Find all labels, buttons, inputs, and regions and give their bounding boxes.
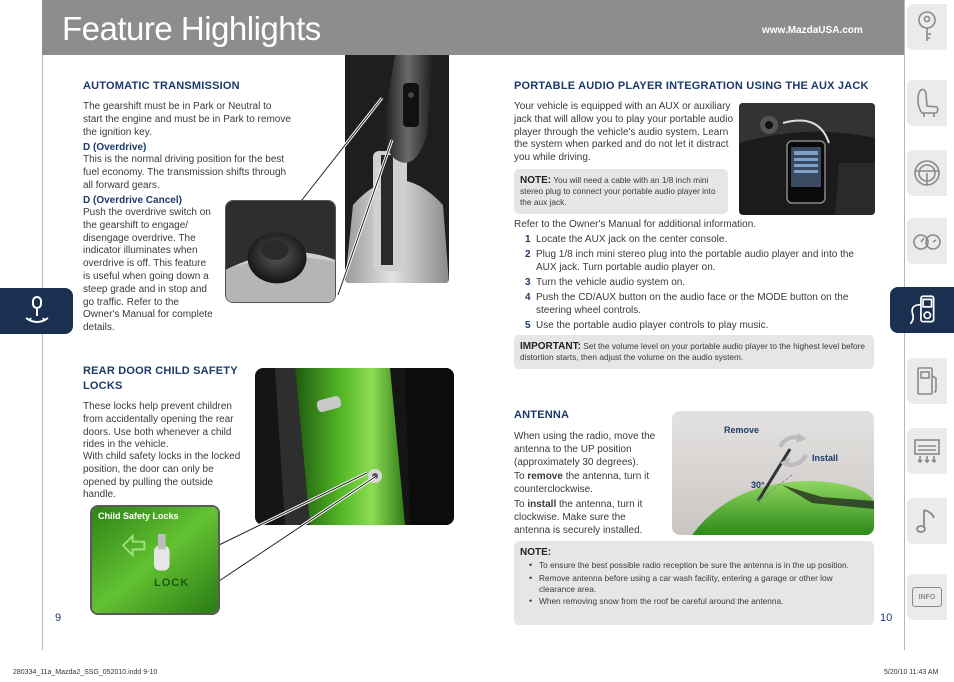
antenna-heading: ANTENNA — [514, 409, 570, 421]
overdrive-text: This is the normal driving position for … — [83, 154, 287, 191]
aux-heading: PORTABLE AUDIO PLAYER INTEGRATION USING … — [514, 80, 869, 92]
child-locks-paragraph-2: With child safety locks in the locked po… — [83, 451, 241, 501]
aux-refer-text: Refer to the Owner's Manual for addition… — [514, 219, 757, 230]
child-locks-paragraph-1: These locks help prevent children from a… — [83, 401, 234, 451]
aux-important-box: IMPORTANT: Set the volume level on your … — [514, 335, 874, 369]
page-number-right: 10 — [880, 612, 893, 624]
info-icon: INFO — [912, 587, 942, 607]
aux-note-box: NOTE: You will need a cable with an 1/8 … — [514, 169, 728, 214]
aux-note-text: You will need a cable with an 1/8 inch m… — [520, 175, 716, 207]
sidebar-tab-gauges[interactable] — [907, 218, 947, 264]
sidebar-tab-info[interactable]: INFO — [907, 574, 947, 620]
child-locks-callout-label: Child Safety Locks — [98, 511, 179, 521]
antenna-install-text: To install the antenna, turn it clockwis… — [514, 499, 643, 536]
aux-important-label: IMPORTANT: — [520, 341, 581, 352]
gauges-icon — [913, 234, 941, 250]
sidebar-tab-climate[interactable] — [907, 428, 947, 474]
aux-intro: Your vehicle is equipped with an AUX or … — [514, 101, 734, 164]
child-lock-closeup-photo: Child Safety Locks LOCK — [90, 505, 220, 615]
antenna-angle-label: 30° — [751, 480, 765, 490]
footer-timestamp: 5/20/10 11:43 AM — [884, 669, 939, 676]
music-note-icon — [916, 509, 935, 533]
footer-filename: 280334_11a_Mazda2_SSG_052010.indd 9-10 — [13, 669, 158, 676]
left-divider — [42, 55, 43, 650]
antenna-remove-label: Remove — [724, 425, 760, 435]
antenna-note-label: NOTE: — [520, 547, 552, 558]
overdrive-cancel-heading: D (Overdrive Cancel) — [83, 195, 182, 206]
steering-wheel-icon — [914, 160, 940, 186]
overdrive-button-photo — [225, 200, 336, 303]
overdrive-heading: D (Overdrive) — [83, 142, 147, 153]
child-locks-heading: REAR DOOR CHILD SAFETY LOCKS — [83, 365, 238, 392]
lock-embossed-text: LOCK — [154, 577, 190, 589]
antenna-note-item: When removing snow from the roof be care… — [514, 596, 866, 607]
climate-icon — [914, 439, 940, 464]
gearshift-icon — [24, 296, 49, 323]
header-bar — [42, 0, 904, 55]
auto-transmission-intro: The gearshift must be in Park or Neutral… — [83, 101, 291, 138]
aux-jack-photo — [739, 103, 875, 215]
antenna-note-item: To ensure the best possible radio recept… — [514, 560, 866, 571]
audio-player-icon — [909, 295, 935, 325]
left-section-tab-gearshift[interactable] — [0, 288, 73, 334]
child-lock-callout-lines — [218, 471, 376, 583]
seat-icon — [917, 88, 939, 117]
antenna-remove-text: To remove the antenna, turn it countercl… — [514, 471, 650, 495]
page-title: Feature Highlights — [62, 10, 321, 47]
antenna-notes-list: To ensure the best possible radio recept… — [514, 560, 874, 607]
sidebar-tab-audio-active[interactable] — [890, 287, 954, 333]
aux-note-label: NOTE: — [520, 175, 552, 186]
sidebar-tab-seat[interactable] — [907, 80, 947, 126]
antenna-diagram-photo: Remove Install 30° — [672, 411, 874, 535]
antenna-install-label: Install — [812, 453, 839, 463]
site-url[interactable]: www.MazdaUSA.com — [762, 25, 863, 36]
gearshift-callout-lines — [296, 97, 394, 296]
rear-door-photo — [255, 368, 454, 525]
key-icon — [918, 11, 936, 41]
antenna-paragraph-1: When using the radio, move the antenna t… — [514, 431, 656, 468]
antenna-note-box: NOTE: To ensure the best possible radio … — [514, 541, 874, 625]
aux-important-text: Set the volume level on your portable au… — [520, 341, 866, 362]
sidebar-tab-music[interactable] — [907, 498, 947, 544]
antenna-note-item: Remove antenna before using a car wash f… — [514, 573, 866, 595]
fuel-pump-icon — [917, 367, 937, 395]
gearshift-photo: P R N D 2 L — [345, 55, 449, 283]
sidebar-tab-fuel[interactable] — [907, 358, 947, 404]
sidebar-tab-key[interactable] — [907, 4, 947, 50]
page-number-left: 9 — [55, 612, 62, 624]
overdrive-cancel-text: Push the overdrive switch on the gearshi… — [83, 207, 213, 334]
auto-transmission-heading: AUTOMATIC TRANSMISSION — [83, 80, 240, 92]
sidebar-tab-steering-wheel[interactable] — [907, 150, 947, 196]
